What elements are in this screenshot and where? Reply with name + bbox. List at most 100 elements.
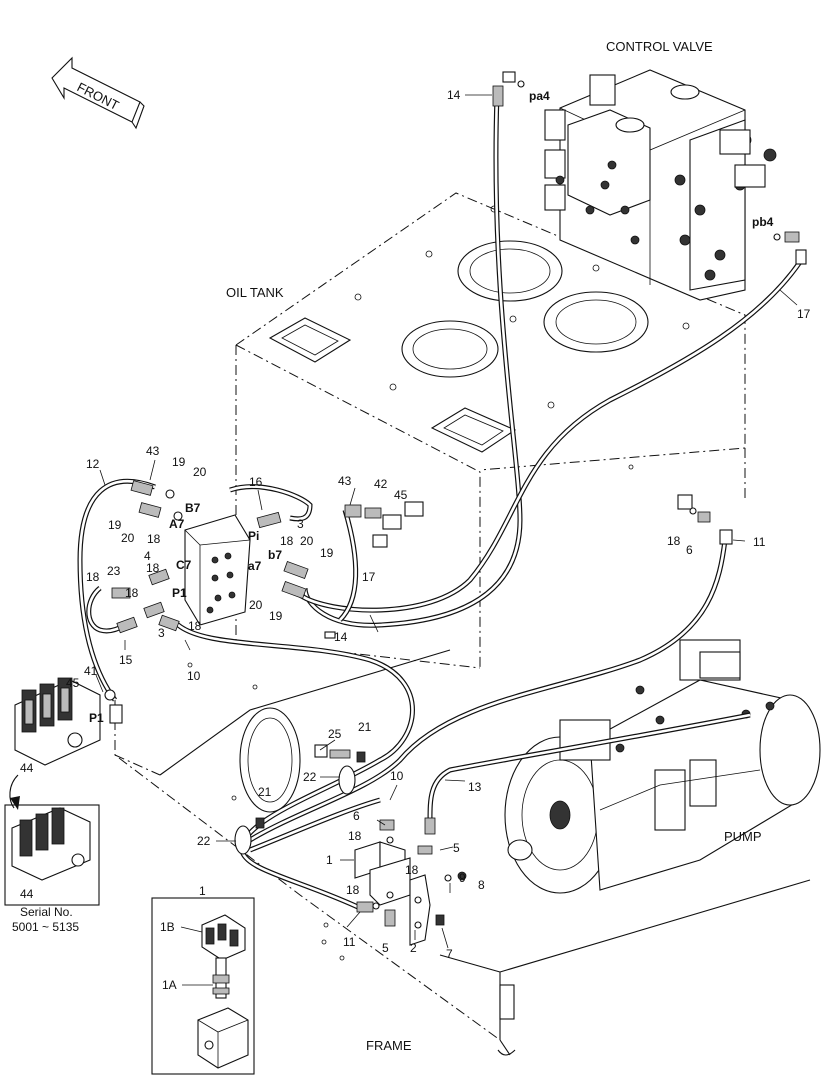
callout: 18 [280, 534, 294, 548]
callout: 45 [66, 676, 80, 690]
callout: 18 [346, 883, 360, 897]
tank-port-ring [401, 320, 499, 378]
callout: 18 [667, 534, 681, 548]
pilot-manifold-block [184, 514, 251, 626]
hose-14 [302, 94, 523, 628]
callout: 20 [249, 598, 263, 612]
detail-label-1b: 1B [160, 920, 175, 934]
hose-11 [248, 539, 728, 843]
callout: 18 [146, 561, 160, 575]
callout: 43 [338, 474, 352, 488]
callout: 19 [172, 455, 186, 469]
callout: 41 [84, 664, 98, 678]
callout: 10 [390, 769, 404, 783]
callout: 22 [303, 770, 317, 784]
callout: 18 [125, 586, 139, 600]
serial-inset [4, 774, 100, 906]
solenoid-valve-stack [14, 677, 123, 766]
callout: 25 [328, 727, 342, 741]
callout: 20 [300, 534, 314, 548]
callout: 21 [258, 785, 272, 799]
detail-header: 1 [199, 884, 206, 898]
detail-box-1 [151, 897, 255, 1075]
callout: 19 [269, 609, 283, 623]
control-valve [544, 69, 777, 301]
callout: 3 [158, 626, 165, 640]
callout: 12 [86, 457, 100, 471]
frame [114, 649, 811, 1056]
hose-10-bottom [249, 797, 381, 853]
callout: 21 [358, 720, 372, 734]
port-pb4: pb4 [752, 215, 774, 229]
callout: 6 [686, 543, 693, 557]
callout: 19 [320, 546, 334, 560]
callout: 22 [197, 834, 211, 848]
port-a7-small: a7 [248, 559, 262, 573]
callout: 6 [353, 809, 360, 823]
callout: 23 [107, 564, 121, 578]
callout: 9 [459, 871, 466, 885]
callouts: 14 17 18 6 11 12 43 19 20 16 19 20 18 3 … [20, 88, 811, 961]
hose-10-lower [338, 509, 359, 622]
callout: 11 [343, 935, 356, 949]
pump-label: PUMP [724, 829, 762, 844]
callout: 17 [362, 570, 376, 584]
leader-lines [95, 94, 798, 949]
tank-cover-plate [268, 317, 352, 363]
solenoid-assembly [354, 841, 431, 946]
serial-label: Serial No. [20, 905, 73, 919]
pump [504, 639, 821, 894]
callout: 20 [121, 531, 135, 545]
hose-clamps [234, 631, 467, 927]
callout: 11 [753, 535, 766, 549]
callout: 19 [108, 518, 122, 532]
callout: 18 [188, 619, 202, 633]
callout: 7 [446, 947, 453, 961]
port-p1-solenoid: P1 [89, 711, 104, 725]
port-b7: B7 [185, 501, 201, 515]
callout: 4 [144, 549, 151, 563]
fitting-group [111, 71, 807, 634]
inset-part-number: 44 [20, 887, 34, 901]
callout: 14 [447, 88, 461, 102]
port-p1: P1 [172, 586, 187, 600]
port-b7-small: b7 [268, 548, 282, 562]
port-c7: C7 [176, 558, 192, 572]
callout: 1 [326, 853, 333, 867]
hose-10 [173, 620, 415, 911]
callout: 20 [193, 465, 207, 479]
callout: 3 [297, 517, 304, 531]
callout: 2 [410, 941, 417, 955]
callout: 18 [405, 863, 419, 877]
callout: 10 [187, 669, 201, 683]
port-pa4: pa4 [529, 89, 550, 103]
callout: 18 [147, 532, 161, 546]
port-a7: A7 [169, 517, 185, 531]
callout: 8 [478, 878, 485, 892]
oil-tank [235, 192, 746, 669]
callout: 17 [797, 307, 811, 321]
callout: 13 [468, 780, 482, 794]
tank-cover-plate [430, 407, 517, 453]
callout: 42 [374, 477, 388, 491]
hose-12 [77, 478, 156, 702]
front-arrow: FRONT [51, 56, 145, 130]
oil-tank-label: OIL TANK [226, 285, 284, 300]
port-pi: Pi [248, 529, 259, 543]
serial-range: 5001 ~ 5135 [12, 920, 79, 934]
hose-17 [298, 260, 803, 613]
callout: 45 [394, 488, 408, 502]
tank-port-ring [457, 240, 563, 302]
callout: 44 [20, 761, 34, 775]
callout: 18 [86, 570, 100, 584]
hose-13 [427, 712, 751, 821]
control-valve-label: CONTROL VALVE [606, 39, 713, 54]
detail-label-1a: 1A [162, 978, 177, 992]
callout: 18 [348, 829, 362, 843]
callout: 5 [382, 941, 389, 955]
callout: 16 [249, 475, 263, 489]
callout: 14 [334, 630, 348, 644]
frame-label: FRAME [366, 1038, 412, 1053]
